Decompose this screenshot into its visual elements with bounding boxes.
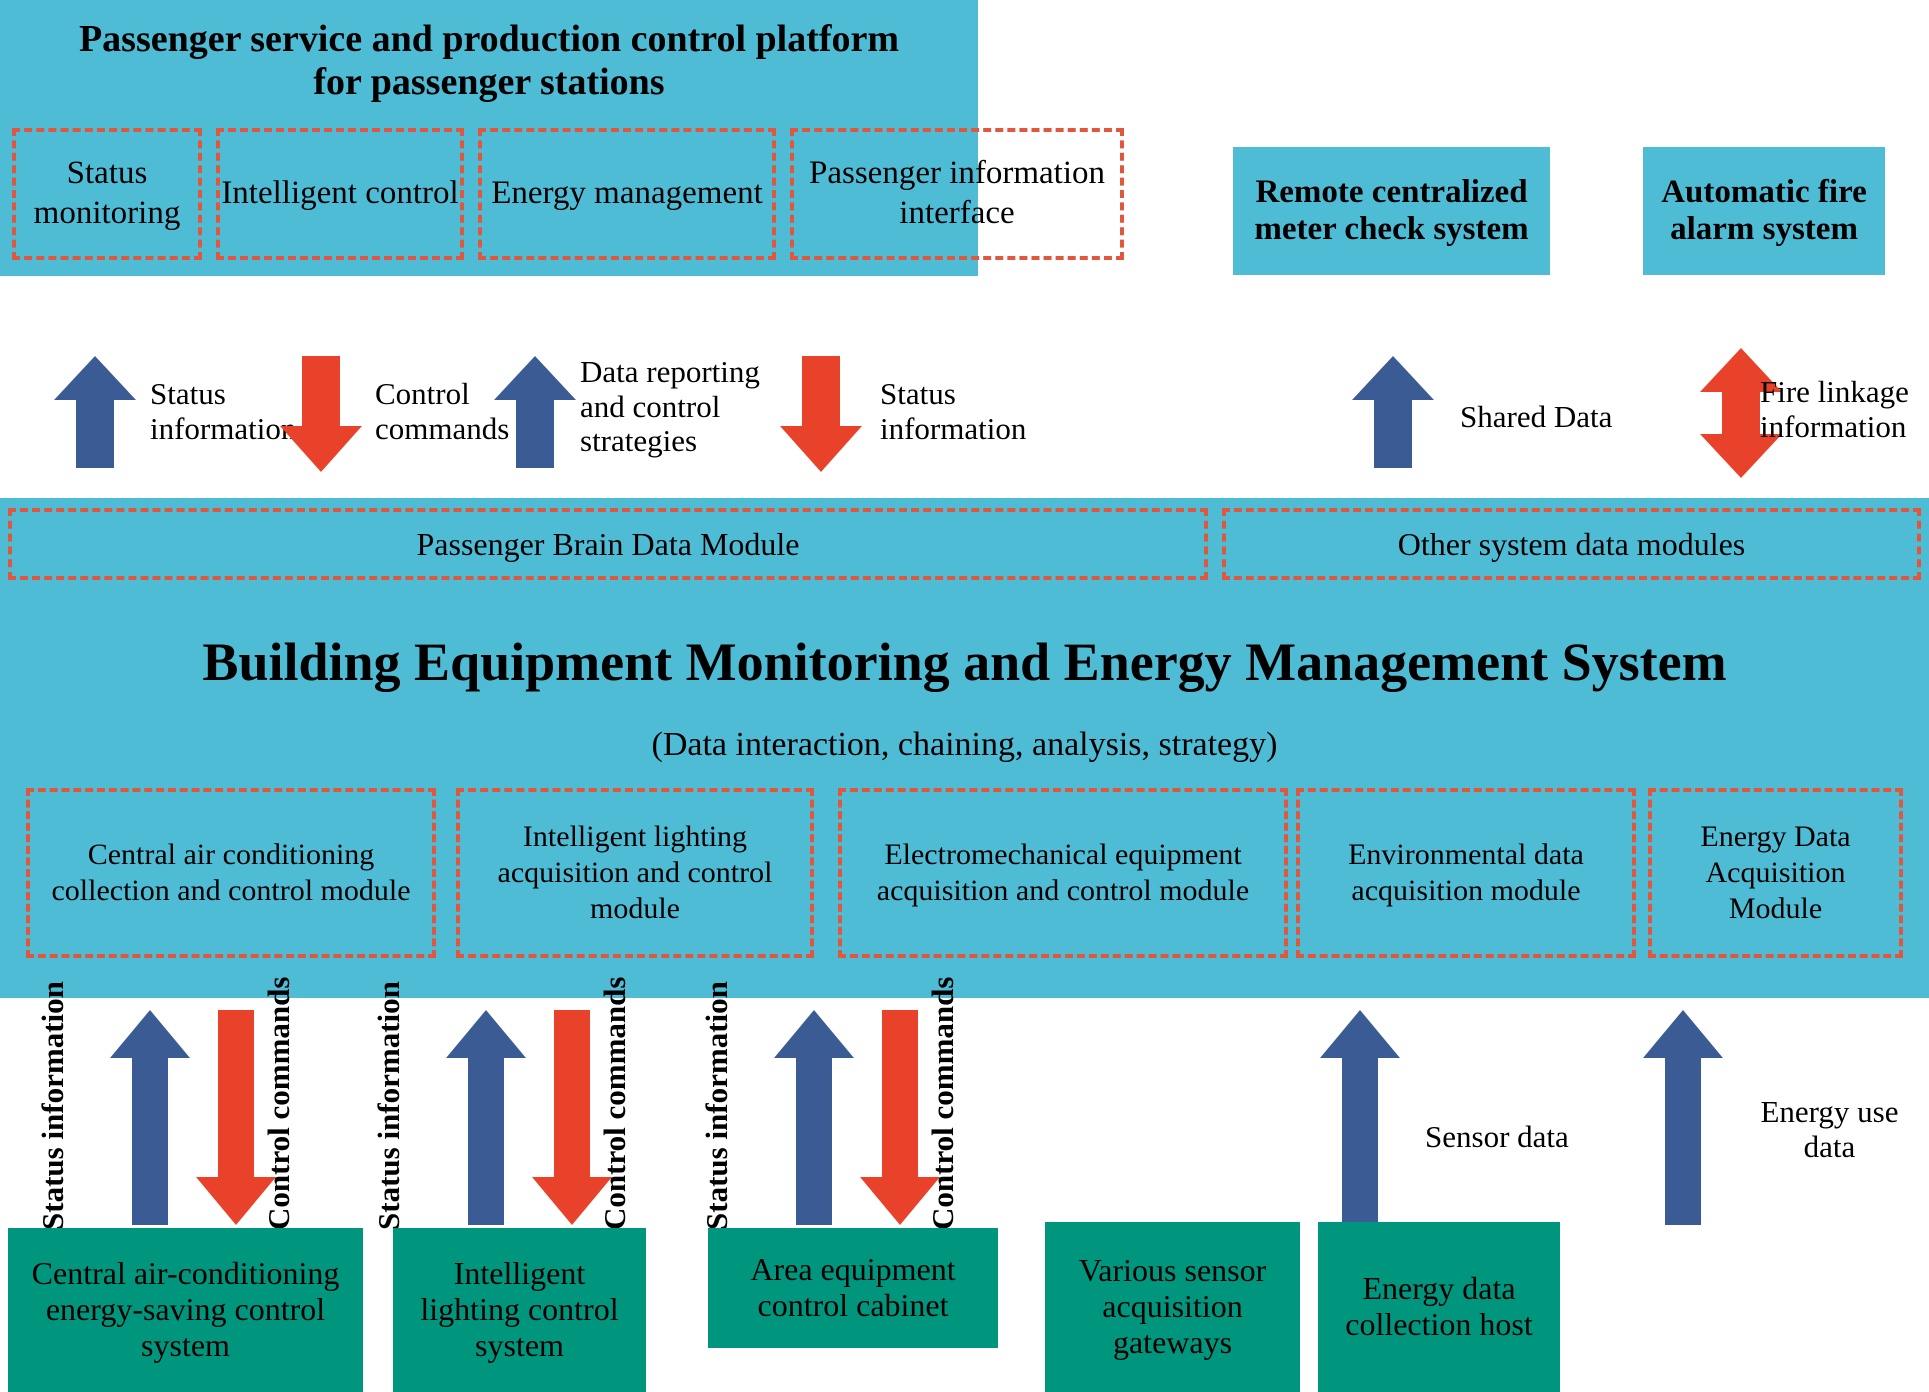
- vflow-label-status-information-3: Status information: [699, 981, 734, 1230]
- flow-label-fire-linkage-information: Fire linkage information: [1760, 374, 1909, 444]
- bems-module-label: Energy Data Acquisition Module: [1700, 820, 1851, 925]
- flow-label-control-commands-1: Control commands: [375, 376, 510, 446]
- arrow-up-icon: [446, 1010, 526, 1225]
- device-label: Various sensor acquisition gateways: [1078, 1252, 1267, 1360]
- arrow-up-icon: [494, 356, 576, 468]
- platform-module-energy-management[interactable]: Energy management: [478, 128, 776, 260]
- platform-module-passenger-information-interface[interactable]: Passenger information interface: [790, 128, 1124, 260]
- bems-module-energy-data-acquisition[interactable]: Energy Data Acquisition Module: [1648, 788, 1903, 958]
- device-central-air-conditioning-energy-saving-control-system[interactable]: Central air-conditioning energy-saving c…: [8, 1228, 363, 1392]
- arrow-down-icon: [532, 1010, 612, 1225]
- bems-module-label: Environmental data acquisition module: [1348, 838, 1584, 907]
- arrow-up-icon: [1352, 356, 1434, 468]
- arrow-up-icon: [110, 1010, 190, 1225]
- device-label: Central air-conditioning energy-saving c…: [31, 1255, 340, 1363]
- bems-module-label: Central air conditioning collection and …: [51, 838, 411, 907]
- flow-label-data-reporting-and-control-strategies: Data reporting and control strategies: [580, 354, 760, 459]
- platform-module-label: Intelligent control: [221, 175, 459, 212]
- bems-module-central-air-conditioning[interactable]: Central air conditioning collection and …: [26, 788, 436, 958]
- flow-label-shared-data: Shared Data: [1460, 399, 1613, 434]
- passenger-platform-block: [0, 0, 978, 276]
- remote-meter-check-system-box[interactable]: Remote centralized meter check system: [1233, 147, 1550, 275]
- data-module-label: Other system data modules: [1397, 525, 1746, 562]
- device-area-equipment-control-cabinet[interactable]: Area equipment control cabinet: [708, 1228, 998, 1348]
- arrow-down-icon: [860, 1010, 940, 1225]
- device-label: Intelligent lighting control system: [420, 1255, 619, 1363]
- bems-module-label: Electromechanical equipment acquisition …: [876, 838, 1250, 907]
- automatic-fire-alarm-system-box[interactable]: Automatic fire alarm system: [1643, 147, 1885, 275]
- bems-module-intelligent-lighting[interactable]: Intelligent lighting acquisition and con…: [456, 788, 814, 958]
- bems-block: [0, 498, 1929, 998]
- data-module-label: Passenger Brain Data Module: [416, 525, 800, 562]
- vflow-label-control-commands-2: Control commands: [597, 976, 632, 1230]
- device-label: Energy data collection host: [1345, 1270, 1533, 1342]
- vflow-label-control-commands-3: Control commands: [925, 976, 960, 1230]
- vflow-label-status-information-2: Status information: [371, 981, 406, 1230]
- other-system-data-modules[interactable]: Other system data modules: [1222, 508, 1921, 580]
- arrow-bidirectional-icon: [1700, 348, 1782, 478]
- bems-module-label: Intelligent lighting acquisition and con…: [497, 820, 773, 925]
- platform-module-label: Status monitoring: [33, 155, 181, 231]
- remote-meter-check-system-label: Remote centralized meter check system: [1254, 174, 1529, 247]
- bems-title: Building Equipment Monitoring and Energy…: [202, 631, 1727, 692]
- platform-module-status-monitoring[interactable]: Status monitoring: [12, 128, 202, 260]
- flow-label-status-information-2: Status information: [880, 376, 1027, 446]
- arrow-down-icon: [196, 1010, 276, 1225]
- platform-module-label: Passenger information interface: [808, 155, 1106, 231]
- passenger-brain-data-module[interactable]: Passenger Brain Data Module: [8, 508, 1208, 580]
- automatic-fire-alarm-system-label: Automatic fire alarm system: [1661, 174, 1867, 247]
- arrow-down-icon: [280, 356, 362, 472]
- device-energy-data-collection-host[interactable]: Energy data collection host: [1318, 1222, 1560, 1392]
- arrow-up-icon: [774, 1010, 854, 1225]
- bems-subtitle: (Data interaction, chaining, analysis, s…: [651, 725, 1278, 763]
- device-various-sensor-acquisition-gateways[interactable]: Various sensor acquisition gateways: [1045, 1222, 1300, 1392]
- flow-label-sensor-data: Sensor data: [1425, 1119, 1569, 1154]
- platform-module-label: Energy management: [491, 175, 763, 212]
- arrow-up-icon: [1320, 1010, 1400, 1225]
- arrow-up-icon: [54, 356, 136, 468]
- flow-label-energy-use-data: Energy use data: [1760, 1094, 1899, 1164]
- platform-module-intelligent-control[interactable]: Intelligent control: [216, 128, 464, 260]
- bems-module-environmental-data-acquisition[interactable]: Environmental data acquisition module: [1296, 788, 1636, 958]
- bems-module-electromechanical-equipment[interactable]: Electromechanical equipment acquisition …: [838, 788, 1288, 958]
- device-intelligent-lighting-control-system[interactable]: Intelligent lighting control system: [393, 1228, 646, 1392]
- arrow-up-icon: [1643, 1010, 1723, 1225]
- vflow-label-status-information-1: Status information: [35, 981, 70, 1230]
- device-label: Area equipment control cabinet: [750, 1251, 956, 1323]
- vflow-label-control-commands-1: Control commands: [261, 976, 296, 1230]
- arrow-down-icon: [780, 356, 862, 472]
- flow-label-status-information-1: Status information: [150, 376, 297, 446]
- platform-title: Passenger service and production control…: [78, 18, 900, 103]
